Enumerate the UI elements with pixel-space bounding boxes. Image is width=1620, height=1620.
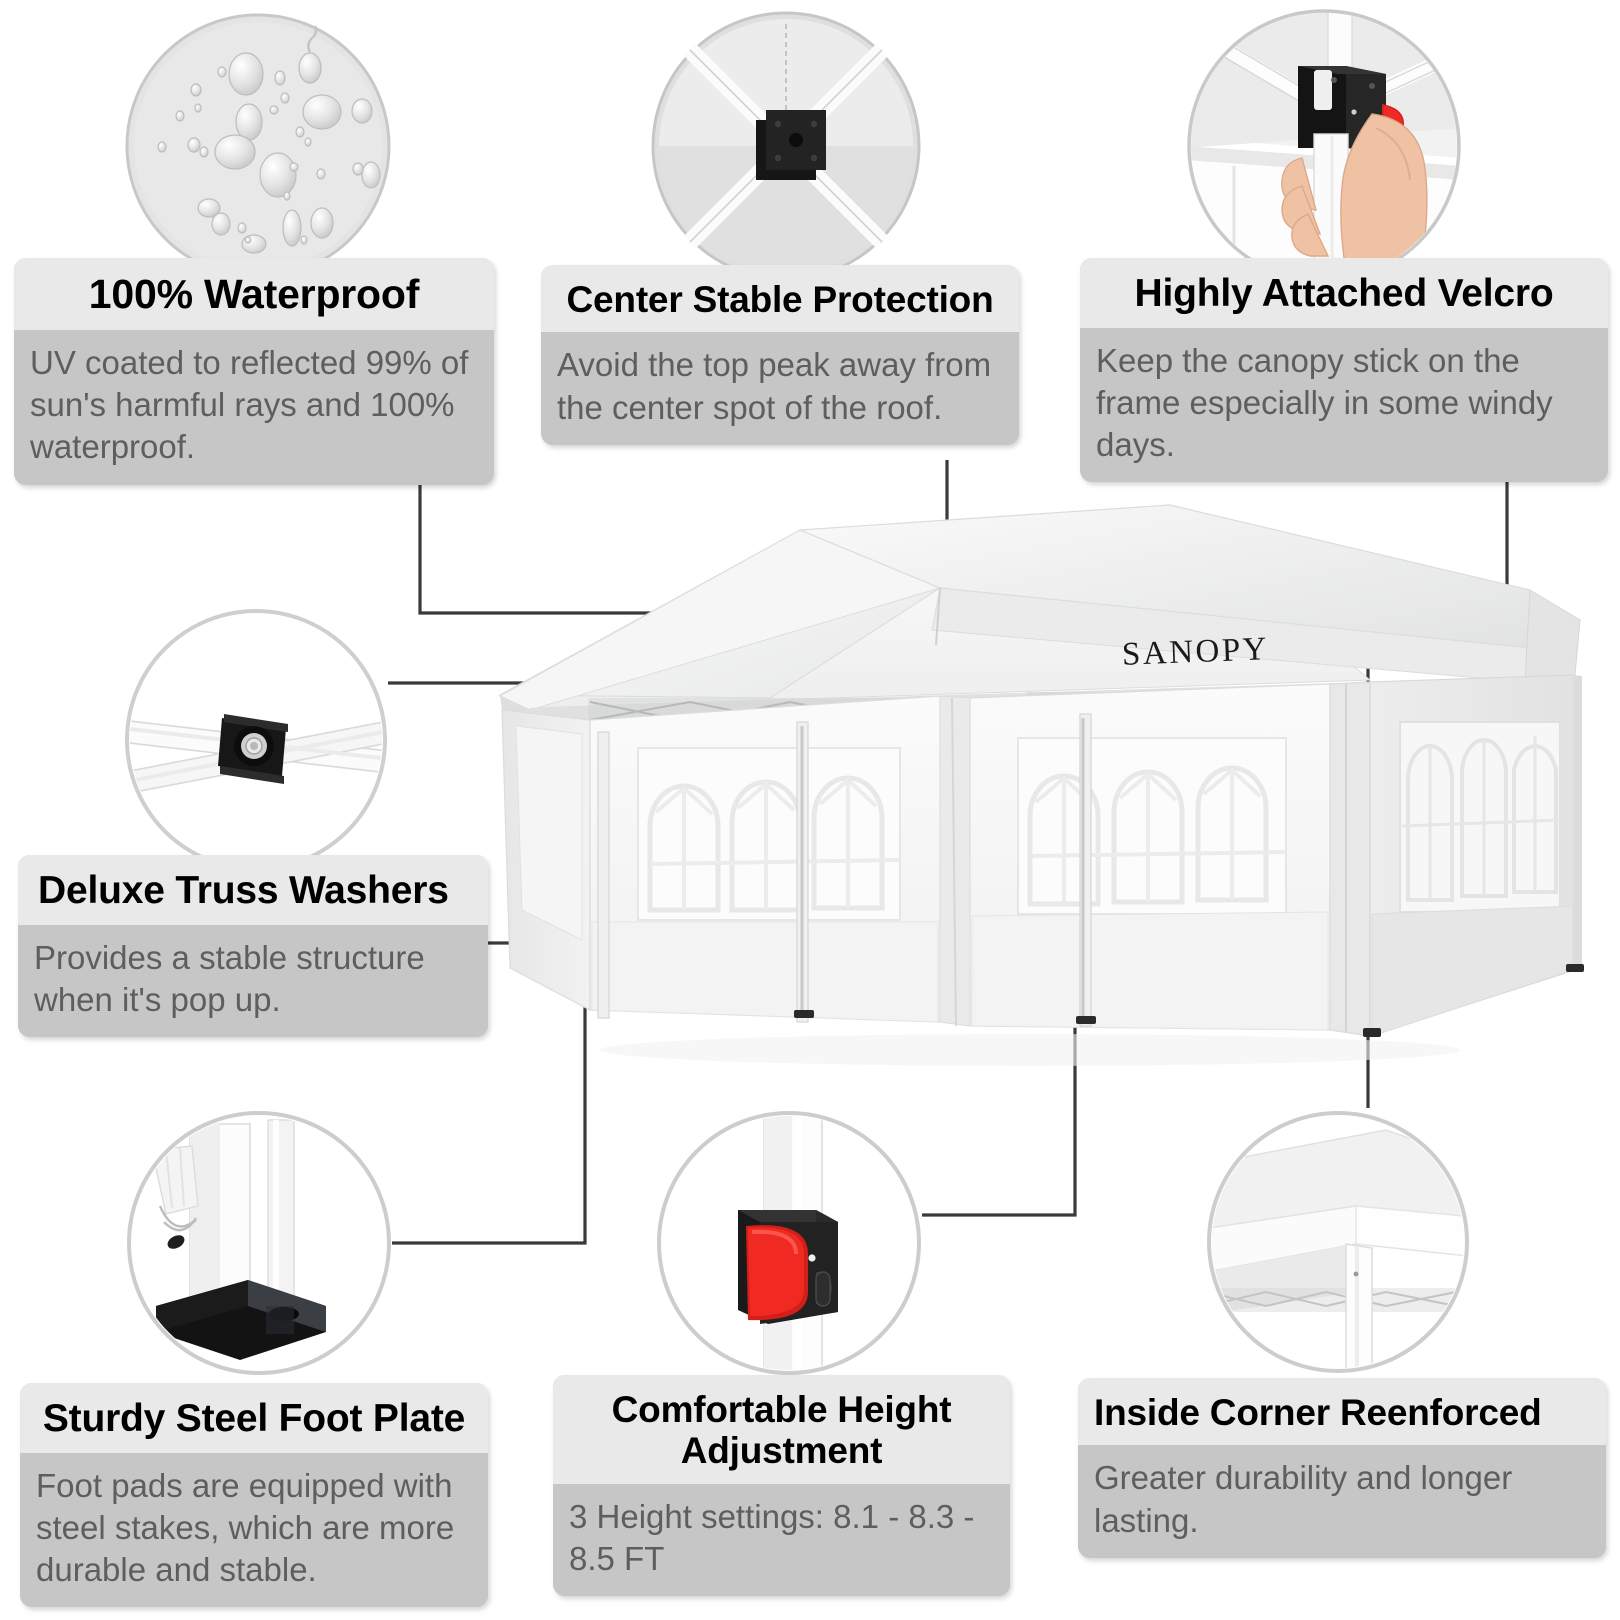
feature-title-waterproof: 100% Waterproof xyxy=(14,258,494,330)
truss-washer-icon xyxy=(124,608,388,872)
feature-card-center-stable: Center Stable Protection Avoid the top p… xyxy=(541,265,1019,445)
roof-center-hub-icon xyxy=(650,10,922,282)
steel-foot-plate-icon xyxy=(126,1110,392,1376)
feature-description-center-stable: Avoid the top peak away from the center … xyxy=(541,332,1019,445)
feature-card-truss-washers: Deluxe Truss Washers Provides a stable s… xyxy=(18,855,488,1038)
feature-card-height-adjustment: Comfortable Height Adjustment 3 Height s… xyxy=(553,1375,1010,1597)
feature-description-inside-corner: Greater durability and longer lasting. xyxy=(1078,1445,1606,1558)
feature-description-velcro: Keep the canopy stick on the frame espec… xyxy=(1080,327,1608,483)
red-push-button-icon xyxy=(656,1110,922,1376)
feature-title-center-stable: Center Stable Protection xyxy=(541,265,1019,333)
inside-corner-icon xyxy=(1206,1110,1470,1374)
canopy-product-illustration xyxy=(470,470,1620,1130)
feature-card-foot-plate: Sturdy Steel Foot Plate Foot pads are eq… xyxy=(20,1383,488,1608)
water-droplets-icon xyxy=(124,12,392,280)
feature-card-velcro: Highly Attached Velcro Keep the canopy s… xyxy=(1080,258,1608,483)
feature-title-foot-plate: Sturdy Steel Foot Plate xyxy=(20,1383,488,1453)
feature-title-height-adjustment: Comfortable Height Adjustment xyxy=(553,1375,1010,1484)
hand-on-corner-connector-icon xyxy=(1186,8,1462,284)
feature-card-inside-corner: Inside Corner Reenforced Greater durabil… xyxy=(1078,1378,1606,1558)
feature-description-height-adjustment: 3 Height settings: 8.1 - 8.3 - 8.5 FT xyxy=(553,1483,1010,1597)
feature-title-truss-washers: Deluxe Truss Washers xyxy=(18,855,488,925)
feature-description-waterproof: UV coated to reflected 99% of sun's harm… xyxy=(14,329,494,485)
feature-card-waterproof: 100% Waterproof UV coated to reflected 9… xyxy=(14,258,494,485)
feature-title-inside-corner: Inside Corner Reenforced xyxy=(1078,1378,1606,1446)
feature-description-foot-plate: Foot pads are equipped with steel stakes… xyxy=(20,1452,488,1608)
feature-description-truss-washers: Provides a stable structure when it's po… xyxy=(18,924,488,1038)
feature-title-velcro: Highly Attached Velcro xyxy=(1080,258,1608,328)
